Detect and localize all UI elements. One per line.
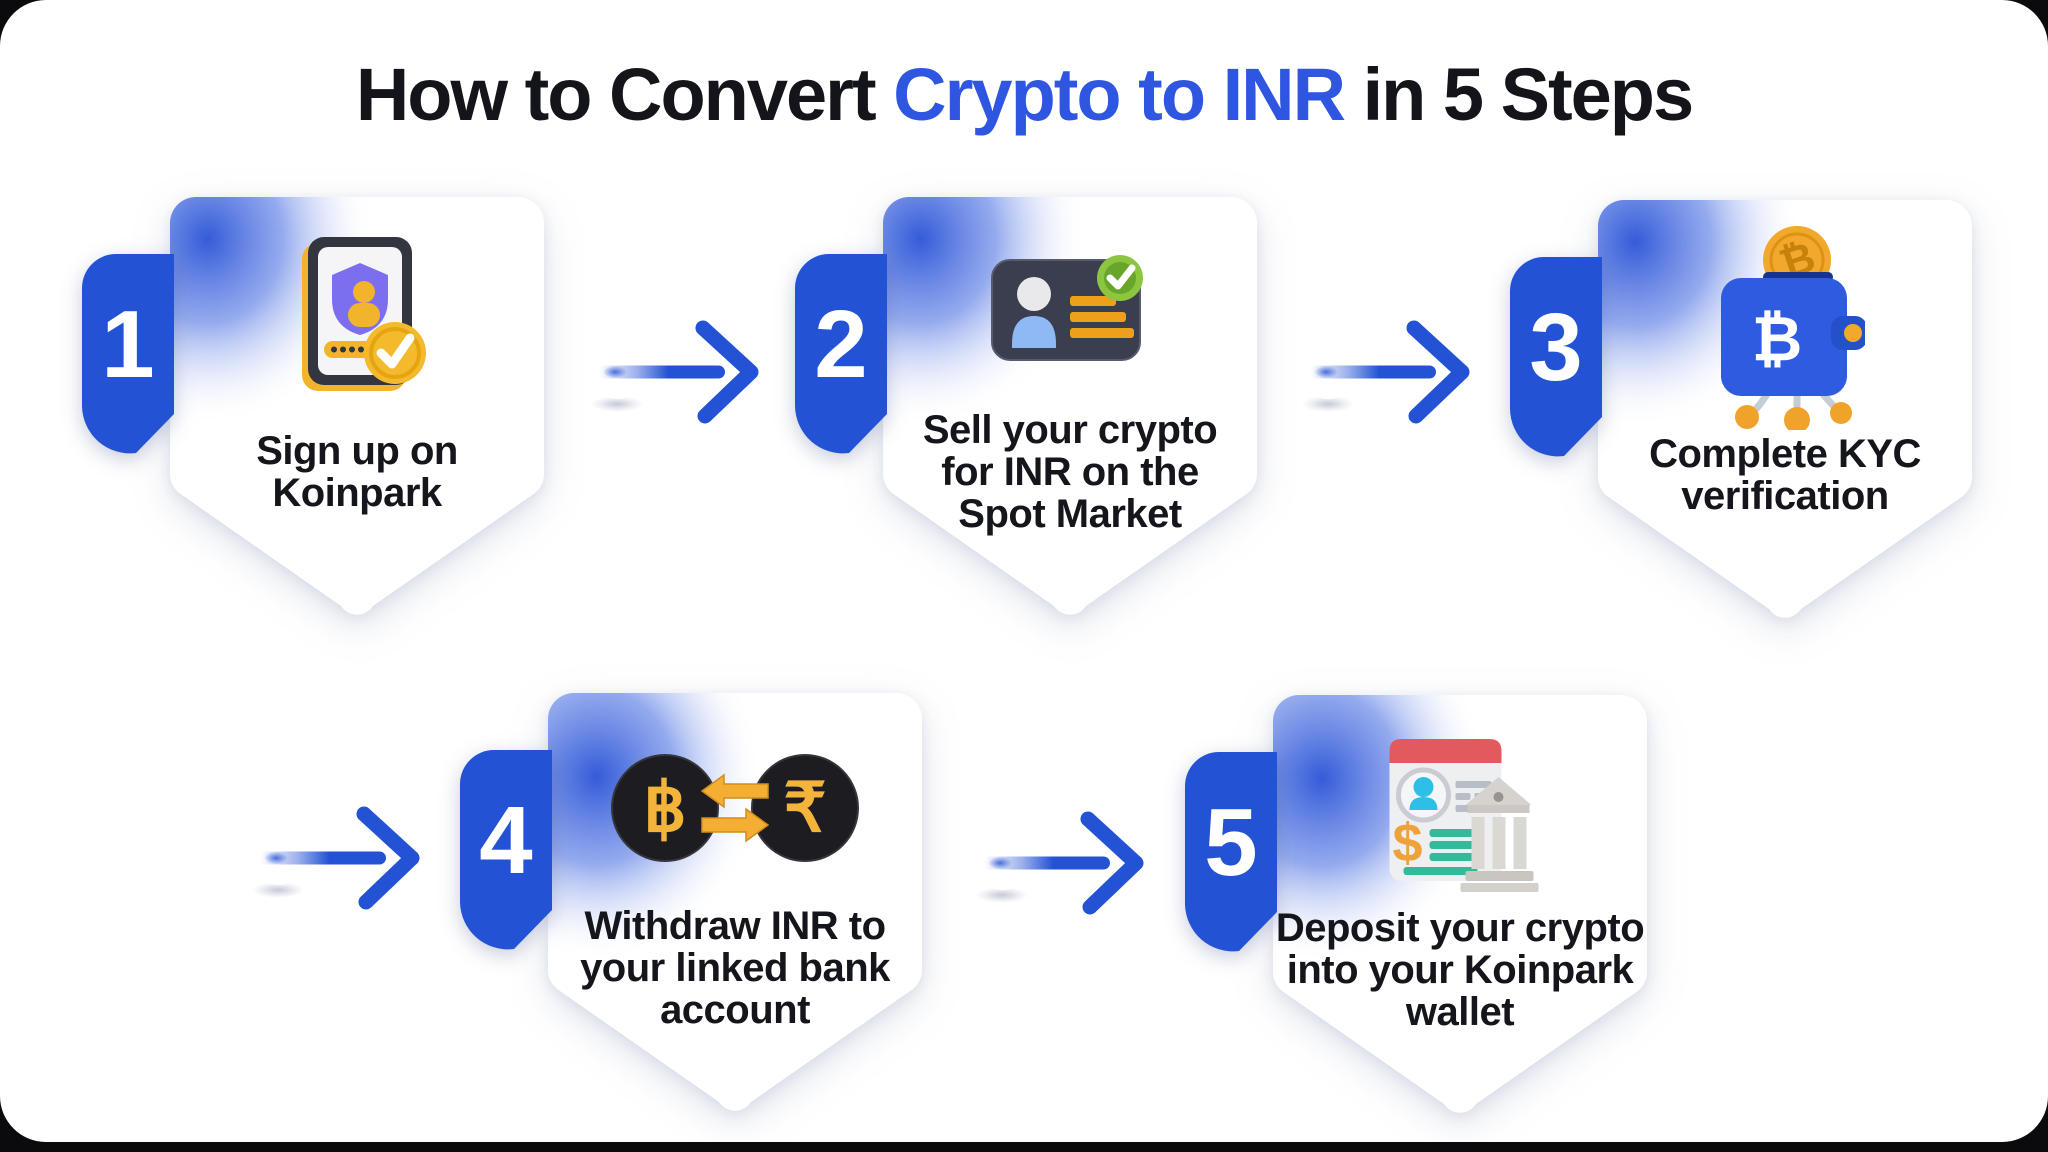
step-card-2: 2 Sell your crypto for INR on the Spot M… <box>795 197 1258 617</box>
step-number-badge <box>460 750 552 950</box>
label-line: account <box>660 988 810 1032</box>
step-number: 1 <box>101 291 155 398</box>
step-card-4: 4 ฿ ₹ Withdraw INR to your linked bank a… <box>460 693 923 1113</box>
step-card-1: 1 Sign up on Koinpark <box>82 197 545 617</box>
label-line: Spot Market <box>958 492 1182 536</box>
svg-text:₹: ₹ <box>783 770 826 846</box>
label-line: Withdraw INR to <box>584 904 887 948</box>
card-banner-shape <box>882 197 1258 615</box>
arrow-icon <box>251 806 420 910</box>
card-banner-shape <box>1272 695 1648 1113</box>
step-label: Sell your crypto for INR on the Spot Mar… <box>883 407 1257 537</box>
id-card-approved-icon <box>990 252 1150 372</box>
step-number-badge <box>1185 752 1277 952</box>
label-line: into your Koinpark <box>1286 948 1634 992</box>
label-line: Complete KYC <box>1649 432 1921 476</box>
btc-inr-exchange-icon: ฿ ₹ <box>610 751 860 871</box>
svg-text:$: $ <box>1392 813 1422 873</box>
card-banner-shape <box>1597 200 1973 618</box>
label-line: wallet <box>1405 990 1515 1034</box>
step-number: 4 <box>479 787 533 894</box>
title-prefix: How to Convert <box>355 53 894 136</box>
step-number-badge <box>82 254 174 454</box>
signup-verification-icon <box>282 233 432 403</box>
step-card-3: 3 ₿ ₿ Complete KYC verification <box>1510 200 1973 620</box>
svg-text:฿: ฿ <box>643 770 686 846</box>
step-number: 5 <box>1204 789 1258 896</box>
step-label: Withdraw INR to your linked bank account <box>548 903 922 1033</box>
label-line: Deposit your crypto <box>1275 906 1645 950</box>
title-suffix: in 5 Steps <box>1344 53 1695 136</box>
step-label: Deposit your crypto into your Koinpark w… <box>1273 905 1647 1035</box>
label-line: for INR on the <box>941 450 1199 494</box>
title-highlight: Crypto to INR <box>893 53 1346 136</box>
label-line: your linked bank <box>580 946 890 990</box>
card-banner-shape <box>169 197 545 615</box>
step-number: 3 <box>1529 294 1583 401</box>
arrow-icon <box>1301 320 1470 424</box>
step-label: Sign up on Koinpark <box>170 407 544 537</box>
svg-text:₿: ₿ <box>1752 305 1803 374</box>
step-label: Complete KYC verification <box>1598 410 1972 540</box>
step-number-badge <box>1510 257 1602 457</box>
label-line: Sell your crypto <box>922 408 1218 452</box>
label-line: Sign up on <box>256 429 458 473</box>
page-title: How to Convert Crypto to INR in 5 Steps <box>0 52 2048 138</box>
arrow-icon <box>590 320 759 424</box>
step-card-5: 5 $ <box>1185 695 1648 1115</box>
arrow-icon <box>975 811 1144 915</box>
bitcoin-wallet-icon: ₿ ₿ <box>1705 218 1867 435</box>
label-line: verification <box>1681 474 1889 518</box>
statement-bank-deposit-icon: $ <box>1368 737 1553 900</box>
step-number: 2 <box>814 291 868 398</box>
step-number-badge <box>795 254 887 454</box>
label-line: Koinpark <box>272 471 442 515</box>
